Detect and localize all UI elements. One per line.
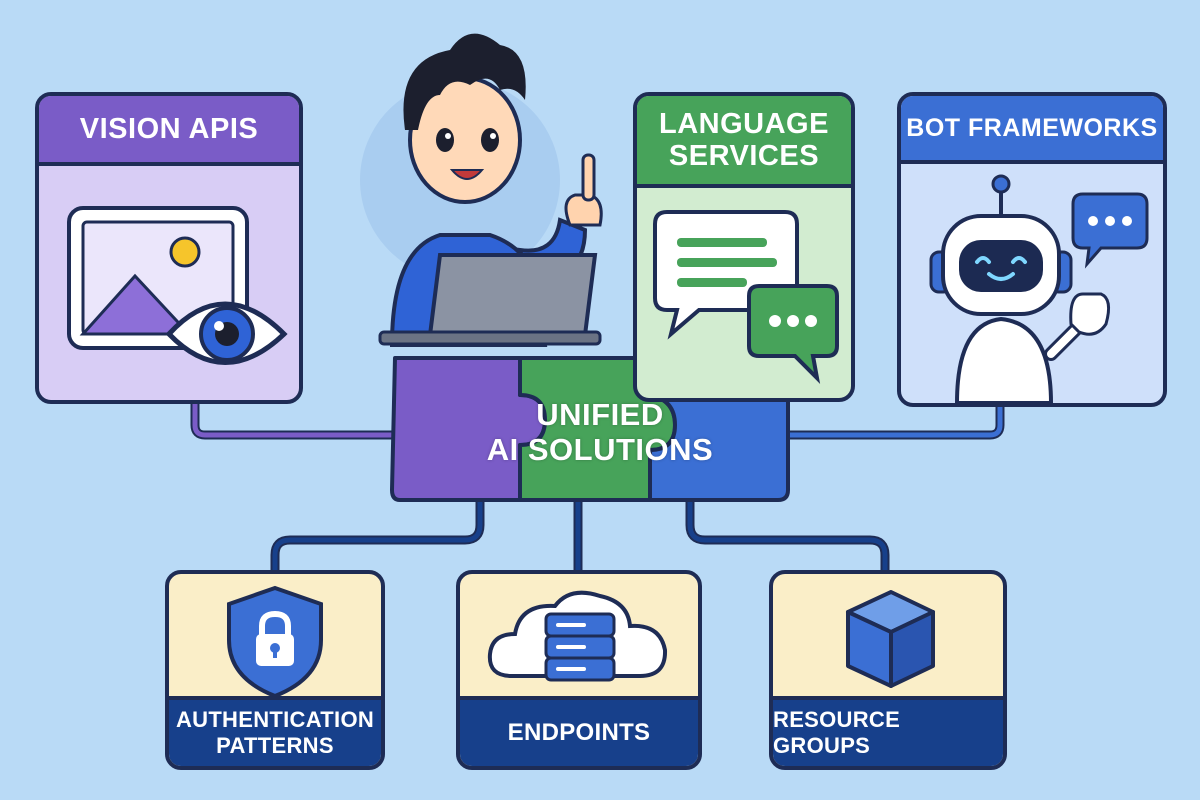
authentication-patterns-footer: AUTHENTICATION PATTERNS [169, 696, 381, 766]
endpoints-art [487, 590, 668, 682]
chat-bubble-icon [1071, 192, 1149, 269]
connector-lines-inner [192, 397, 1003, 578]
endpoints-card[interactable]: ENDPOINTS [456, 570, 702, 770]
eye-icon [165, 301, 288, 365]
authentication-patterns-title-line2: PATTERNS [216, 733, 334, 758]
resource-groups-title: RESOURCE GROUPS [773, 706, 901, 758]
vision-apis-header: VISION APIS [39, 96, 299, 166]
language-services-title-line1: LANGUAGE [659, 107, 829, 140]
cube-icon [846, 590, 935, 688]
bot-frameworks-title: BOT FRAMEWORKS [906, 114, 1158, 142]
authentication-patterns-card[interactable]: AUTHENTICATION PATTERNS [165, 570, 385, 770]
language-services-header: LANGUAGE SERVICES [637, 96, 851, 188]
cloud-server-icon [487, 590, 668, 682]
resource-groups-card[interactable]: RESOURCE GROUPS [769, 570, 1007, 770]
resource-groups-footer: RESOURCE GROUPS [773, 696, 1003, 766]
bot-frameworks-header: BOT FRAMEWORKS [901, 96, 1163, 164]
center-label-line1: UNIFIED [536, 397, 664, 432]
vision-apis-title: VISION APIS [79, 112, 259, 145]
center-label-line2: AI SOLUTIONS [486, 431, 714, 467]
resource-art [846, 590, 935, 688]
language-services-title-line2: SERVICES [668, 140, 820, 172]
developer-illustration [360, 33, 603, 347]
vision-apis-card[interactable]: VISION APIS [35, 92, 303, 404]
language-services-card[interactable]: LANGUAGE SERVICES [633, 92, 855, 402]
bot-art [929, 174, 1149, 403]
endpoints-footer: ENDPOINTS [460, 696, 698, 766]
auth-art [227, 585, 323, 699]
language-art [653, 210, 839, 384]
chat-bubble-icon [747, 284, 839, 384]
shield-lock-icon [227, 585, 323, 699]
vision-art [67, 206, 288, 365]
authentication-patterns-title-line1: AUTHENTICATION [175, 706, 375, 732]
center-label: UNIFIED AI SOLUTIONS [410, 397, 790, 467]
endpoints-title: ENDPOINTS [507, 718, 651, 746]
robot-icon [929, 174, 1111, 403]
bot-frameworks-card[interactable]: BOT FRAMEWORKS [897, 92, 1167, 407]
